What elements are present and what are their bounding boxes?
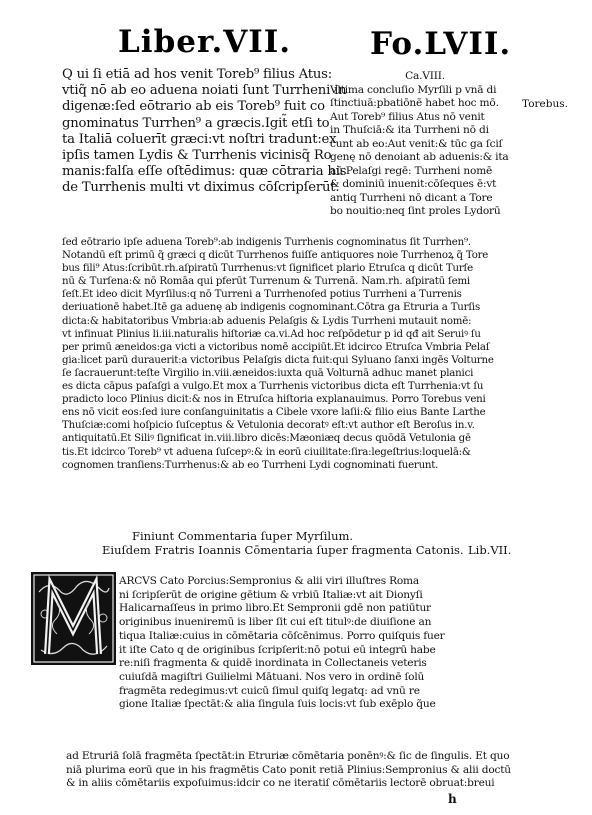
book-label: Lib.VII. xyxy=(468,543,512,557)
text-line: Notandū eſt primū q̃ græci q dicūt Turrh… xyxy=(62,250,489,262)
text-line: per primū æneidos:ga victi a victoribus … xyxy=(62,341,490,353)
text-line: antiquitatū.Et Siliꝰ ſignificat in.viii.… xyxy=(62,433,471,445)
text-line: cunt ab eo:Aut venit:& tūc ga ſciſ xyxy=(330,137,503,150)
text-line: bo nouitio:neq ſint proles Lydorū xyxy=(330,205,501,217)
text-line: digenæ:ſed eōtrario ab eis Toreb⁹ fuit c… xyxy=(62,99,325,115)
text-line: Thuſciæ:comi hoſpicio ſuſceptus & Vetulo… xyxy=(62,420,475,432)
margin-note: Torebus. xyxy=(522,98,568,110)
colophon-line: Finiunt Commentaria ſuper Myrſilum. xyxy=(132,529,354,543)
folio-heading: Fo.LVII. xyxy=(370,26,512,62)
text-line: ens nō vicit eos:ſed iure conſanguinitat… xyxy=(62,407,486,419)
text-line: dicta:& habitatoribus Vmbria:ab aduenis … xyxy=(62,315,472,327)
text-line: & in aliis cōmētariis expoſuimus:idcir c… xyxy=(66,777,495,790)
text-line: niā plurima eorū que in his fragmētis Ca… xyxy=(66,763,511,776)
text-line: Vltima concluſio Myrſili p vnā di xyxy=(330,83,497,96)
text-line: vtiq̃ nō ab eo aduena noiati ſunt Turrhe… xyxy=(62,83,347,99)
bottom-full-block: ad Etruriā ſolā fragmēta ſpectāt:in Etru… xyxy=(66,750,532,791)
text-line: vt infinuat Plinius li.iii.naturalis hiſ… xyxy=(62,328,481,340)
text-line: ſeſt.Et ideo dicit Myrſilus:q nō Turreni… xyxy=(62,289,462,301)
text-line: in Thuſciā:& ita Turrheni nō di xyxy=(330,124,489,136)
right-column: Ca.VIII. Vltima concluſio Myrſili p vnā … xyxy=(330,70,520,219)
text-line: & dominiū inuenit:cōſeques ē:vt xyxy=(330,178,497,190)
text-line: Halicarnaſſeus in primo libro.Et Sempron… xyxy=(119,602,431,615)
text-line: re:niſi fragmenta & quidē inordinata in … xyxy=(119,657,427,670)
text-line: originibus inueniremū is liber ſit cui e… xyxy=(119,616,432,629)
left-column: Q ui ſi etiā ad hos venit Toreb⁹ filius … xyxy=(62,67,347,197)
text-line: gia:licet parū durauerit:a victoribus Pe… xyxy=(62,354,494,366)
colophon-title: Eiuſdem Fratris Ioannis Cōmentaria ſuper… xyxy=(102,543,464,557)
text-line: bus fili⁹ Atus:ſcribūt.rh.aſpiratū Turrh… xyxy=(62,263,473,275)
text-line: ta Italiā coluerīt græci:vt noſtri tradu… xyxy=(62,131,337,147)
text-line: deriuationē habet.Itē ga aduenę ab indig… xyxy=(62,302,480,314)
text-line: nū & Turſena:& nō Romāa qui pferūt Turre… xyxy=(62,276,470,288)
text-line: gnominatus Turrhen⁹ a græcis.Igit̃ etſi … xyxy=(62,115,330,131)
text-line: es dicta cāpus paſaſgi a vulgo.Et mox a … xyxy=(62,381,484,393)
text-line: fragmēta redegimus:vt cuicū ſimul quiſq … xyxy=(119,684,420,697)
initial-letter: M xyxy=(70,655,76,662)
full-text-block: ſed eōtrario ipſe aduena Toreb⁹:ab indig… xyxy=(62,236,530,472)
text-line: ſtinctiuā:pbatiōnē habet hoc mō. xyxy=(330,97,499,109)
text-line: ad Etruriā ſolā fragmēta ſpectāt:in Etru… xyxy=(66,750,510,762)
text-line: ipſis tamen Lydis & Turrhenis vicinisq̃ … xyxy=(62,148,332,164)
catchword: h xyxy=(448,792,457,806)
text-line: cognomen tranſiens:Turrhenus:& ab eo Tur… xyxy=(62,459,439,471)
chapter-heading: Ca.VIII. xyxy=(405,70,445,82)
text-line: ARCVS Cato Porcius:Sempronius & alii vir… xyxy=(119,575,420,587)
bottom-right-block: ARCVS Cato Porcius:Sempronius & alii vir… xyxy=(119,575,529,712)
liber-heading: Liber.VII. xyxy=(118,24,292,60)
text-line: Q ui ſi etiā ad hos venit Toreb⁹ filius … xyxy=(62,67,332,82)
text-line: manis:falſa eſſe oſtēdimus: quæ cōtraria… xyxy=(62,164,347,180)
text-line: pradicto loco Plinius dicit:& nos in Etr… xyxy=(62,394,486,406)
text-line: tis.Et idcirco Toreb⁹ vt aduena ſuſcepꝰ:… xyxy=(62,446,471,458)
text-line: tiqua Italiæ:cuius in cōmētaria cōſcēnim… xyxy=(119,629,445,642)
text-line: ni ſcripſerūt de origine gētium & vrbiū … xyxy=(119,588,423,601)
decorated-initial: M xyxy=(31,572,116,665)
text-line: it iſte Cato q de originibus ſcripſerit:… xyxy=(119,643,436,656)
text-line: ſe ſacrauerunt:teſte Virgilio in.viii.æn… xyxy=(62,367,474,379)
text-line: genę nō denoiant ab aduenis:& ita xyxy=(330,151,509,163)
text-line: aū Pelaſgi regē: Turrheni nomē xyxy=(330,164,493,177)
text-line: cuiuſdā magiſtri Guilielmi Mātuani. Nos … xyxy=(119,670,425,683)
text-line: antiq Turrheni nō dicant a Tore xyxy=(330,191,493,204)
text-line: de Turrhenis multi vt diximus cōſcripſer… xyxy=(62,180,340,196)
text-line: Aut Toreb⁹ filius Atus nō venit xyxy=(330,110,485,123)
text-line: ſed eōtrario ipſe aduena Toreb⁹:ab indig… xyxy=(62,237,471,248)
text-line: gione Italiæ ſpectāt:& alia ſingula ſuis… xyxy=(119,698,436,711)
